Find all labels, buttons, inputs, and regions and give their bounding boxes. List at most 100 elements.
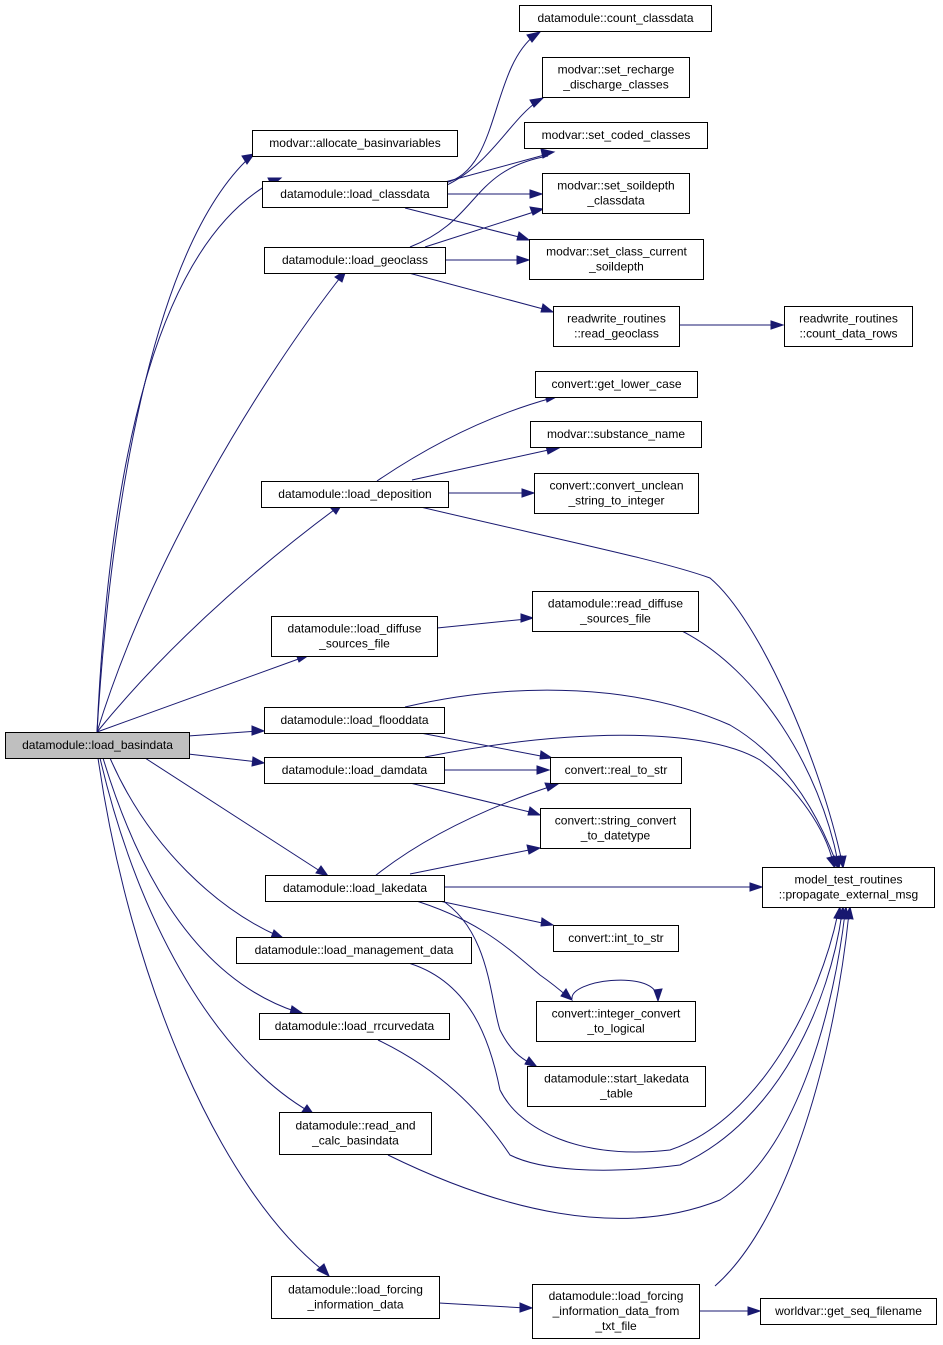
node-label: _information_data — [306, 1298, 403, 1312]
node-load-geoclass[interactable]: datamodule::load_geoclass — [264, 247, 446, 274]
node-box[interactable] — [271, 1276, 440, 1319]
edge-geoclass-to-soildepth — [424, 210, 538, 248]
node-label: modvar::set_soildepth — [557, 179, 674, 193]
node-load-lakedata[interactable]: datamodule::load_lakedata — [265, 875, 445, 902]
node-box[interactable] — [264, 707, 445, 734]
edge-classdata-to-classcurrent — [404, 207, 524, 239]
node-box[interactable] — [530, 421, 702, 448]
node-load-basindata[interactable]: datamodule::load_basindata — [5, 732, 190, 759]
node-allocate-basinvariables[interactable]: modvar::allocate_basinvariables — [252, 130, 458, 157]
node-box[interactable] — [532, 591, 699, 632]
node-box[interactable] — [553, 925, 679, 952]
node-string-convert[interactable]: convert::string_convert_to_datetype — [540, 808, 691, 849]
edge-classdata-to-coded — [444, 153, 549, 183]
node-box[interactable] — [519, 5, 712, 32]
node-load-management[interactable]: datamodule::load_management_data — [236, 937, 472, 964]
node-box[interactable] — [279, 1112, 432, 1155]
node-load-flooddata[interactable]: datamodule::load_flooddata — [264, 707, 445, 734]
node-load-rrcurve[interactable]: datamodule::load_rrcurvedata — [259, 1013, 450, 1040]
node-label: datamodule::load_forcing — [549, 1289, 684, 1303]
node-set-class-current[interactable]: modvar::set_class_current_soildepth — [529, 239, 704, 280]
edge-lakedata-to-integerconvert — [409, 898, 569, 998]
node-label: modvar::set_recharge — [558, 63, 675, 77]
node-load-diffuse[interactable]: datamodule::load_diffuse_sources_file — [271, 616, 438, 657]
node-box[interactable] — [542, 173, 690, 214]
edge-rrcurve-to-propagate — [377, 912, 843, 1171]
edge-root-to-geoclass — [96, 273, 344, 733]
node-real-to-str[interactable]: convert::real_to_str — [550, 757, 682, 784]
node-box[interactable] — [550, 757, 682, 784]
node-label: datamodule::load_diffuse — [288, 622, 422, 636]
node-box[interactable] — [784, 306, 913, 347]
node-box[interactable] — [252, 130, 458, 157]
edge-arrow — [516, 255, 531, 265]
node-load-classdata[interactable]: datamodule::load_classdata — [262, 181, 448, 208]
edge-lakedata-to-stringconvert — [409, 848, 535, 875]
edge-arrow — [289, 1005, 304, 1015]
node-convert-unclean[interactable]: convert::convert_unclean_string_to_integ… — [534, 473, 699, 514]
node-read-geoclass[interactable]: readwrite_routines::read_geoclass — [553, 306, 680, 347]
node-box[interactable] — [535, 371, 698, 398]
node-box[interactable] — [532, 1284, 700, 1339]
node-set-coded[interactable]: modvar::set_coded_classes — [524, 122, 708, 149]
node-read-and-calc[interactable]: datamodule::read_and_calc_basindata — [279, 1112, 432, 1155]
node-label: convert::integer_convert — [552, 1007, 681, 1021]
node-box[interactable] — [264, 247, 446, 274]
node-label: _string_to_integer — [567, 494, 664, 508]
node-box[interactable] — [236, 937, 472, 964]
node-substance-name[interactable]: modvar::substance_name — [530, 421, 702, 448]
node-label: modvar::set_class_current — [546, 245, 687, 259]
node-get-seq-filename[interactable]: worldvar::get_seq_filename — [760, 1298, 937, 1325]
node-box[interactable] — [553, 306, 680, 347]
node-box[interactable] — [271, 616, 438, 657]
node-get-lower-case[interactable]: convert::get_lower_case — [535, 371, 698, 398]
node-load-deposition[interactable]: datamodule::load_deposition — [261, 481, 449, 508]
node-box[interactable] — [264, 757, 445, 784]
edge-arrow — [747, 1306, 762, 1316]
node-box[interactable] — [540, 808, 691, 849]
edge-arrow — [540, 148, 556, 159]
node-read-diffuse[interactable]: datamodule::read_diffuse_sources_file — [532, 591, 699, 632]
node-propagate[interactable]: model_test_routines::propagate_external_… — [762, 867, 935, 908]
node-load-forcing-txt[interactable]: datamodule::load_forcing_information_dat… — [532, 1284, 700, 1339]
node-box[interactable] — [265, 875, 445, 902]
node-count-data-rows[interactable]: readwrite_routines::count_data_rows — [784, 306, 913, 347]
edge-arrow — [251, 756, 266, 767]
node-count-classdata[interactable]: datamodule::count_classdata — [519, 5, 712, 32]
node-box[interactable] — [529, 239, 704, 280]
node-label: _classdata — [586, 194, 645, 208]
edge-root-to-allocate — [96, 156, 251, 733]
node-load-forcing[interactable]: datamodule::load_forcing_information_dat… — [271, 1276, 440, 1319]
node-box[interactable] — [527, 1066, 706, 1107]
node-box[interactable] — [534, 473, 699, 514]
node-box[interactable] — [536, 1001, 696, 1042]
edge-arrow — [316, 1263, 330, 1278]
node-label: model_test_routines — [794, 873, 902, 887]
node-box[interactable] — [259, 1013, 450, 1040]
edge-arrow — [826, 855, 836, 870]
node-box[interactable] — [524, 122, 708, 149]
edge-root-to-readcalc — [99, 757, 311, 1113]
node-box[interactable] — [5, 732, 190, 759]
node-integer-convert[interactable]: convert::integer_convert_to_logical — [536, 1001, 696, 1042]
node-box[interactable] — [261, 481, 449, 508]
node-label: datamodule::load_forcing — [288, 1283, 423, 1297]
edge-arrow — [770, 320, 785, 330]
node-box[interactable] — [762, 867, 935, 908]
node-start-lakedata[interactable]: datamodule::start_lakedata_table — [527, 1066, 706, 1107]
node-box[interactable] — [760, 1298, 937, 1325]
node-box[interactable] — [262, 181, 448, 208]
node-int-to-str[interactable]: convert::int_to_str — [553, 925, 679, 952]
edge-lakedata-to-inttostr — [429, 898, 548, 925]
node-label: modvar::set_coded_classes — [542, 128, 691, 142]
node-load-damdata[interactable]: datamodule::load_damdata — [264, 757, 445, 784]
node-set-soildepth[interactable]: modvar::set_soildepth_classdata — [542, 173, 690, 214]
node-label: ::read_geoclass — [574, 327, 659, 341]
node-label: _calc_basindata — [311, 1134, 399, 1148]
edge-arrow — [241, 153, 256, 165]
edge-damdata-to-propagate — [424, 734, 834, 863]
node-box[interactable] — [542, 57, 690, 98]
node-label: modvar::allocate_basinvariables — [269, 136, 440, 150]
edge-arrow — [749, 882, 764, 892]
node-set-recharge[interactable]: modvar::set_recharge_discharge_classes — [542, 57, 690, 98]
